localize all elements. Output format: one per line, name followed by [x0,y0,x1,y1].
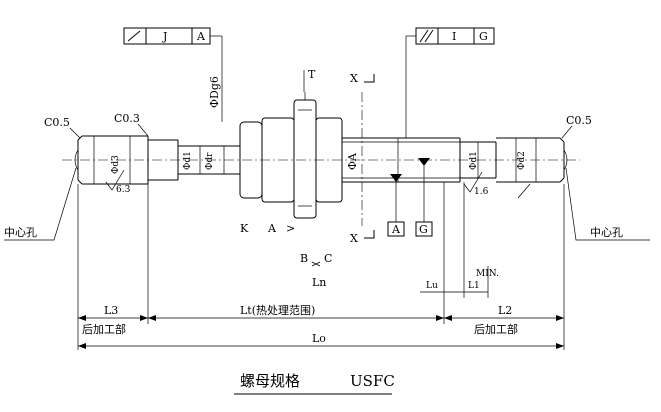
label-chamfer-right: C0.5 [566,114,592,127]
label-phia: ΦA [346,152,359,170]
datum-g-text: G [419,223,428,236]
label-lt: Lt(热处理范围) [240,303,315,317]
roughness-right-symbol [463,171,483,193]
label-l2: L2 [498,304,512,317]
label-t: T [308,68,316,81]
feature-frame-right [405,27,495,138]
chamfer-right-leader [561,125,573,139]
frame-left-letter: J [162,30,167,43]
label-chamfer-mid: C0.3 [114,112,140,125]
label-b: B [300,252,308,265]
label-d1-left: Φd1 [183,151,193,170]
label-d2: Φd2 [517,151,527,170]
label-c: C [324,252,332,265]
section-arrow-bottom [364,230,375,239]
label-gt: > [286,222,295,235]
datum-box-a [387,221,405,237]
datum-box-g [415,221,433,237]
frame-left-datum: A [196,30,206,43]
label-roughness-left: 6.3 [116,185,131,195]
label-roughness-right: 1.6 [474,187,489,197]
label-l3: L3 [104,304,118,317]
dim-row-overall [78,343,564,349]
label-dr: Φdr [205,152,215,170]
d2-leader [517,183,531,199]
label-a: A [267,222,277,235]
feature-frame-left [123,27,223,122]
nut-body [239,92,343,219]
label-ln: Ln [312,276,326,289]
datum-a-text: A [391,223,401,236]
chamfer-mid-leader [137,123,149,137]
caption-label: 螺母规格 [240,372,300,390]
center-hole-right-leader [565,167,650,241]
shaft-journal-left [148,139,240,181]
datum-triangle-a [390,174,402,182]
label-l1: L1 [468,281,480,291]
chamfer-left-leader [69,127,81,139]
label-lu: Lu [426,281,438,291]
label-post-left: 后加工部 [82,322,126,336]
label-x-top: X [350,72,358,85]
label-center-hole-left: 中心孔 [4,226,37,239]
label-center-hole-right: 中心孔 [590,226,623,239]
datum-triangle-g [418,158,430,166]
center-hole-left-leader [4,167,77,241]
label-d3: Φd3 [111,155,121,174]
center-hole-right-mark [563,149,568,171]
frame-right-letter: I [452,30,456,43]
label-min: MIN. [476,269,499,279]
label-lo: Lo [312,332,326,345]
shaft-right-end [459,137,565,183]
extension-lines [77,182,565,350]
roughness-left-symbol [105,169,125,191]
dim-row-main [78,315,564,321]
threaded-shaft [342,137,460,183]
label-chamfer-left: C0.5 [44,116,70,129]
label-k: K [240,222,249,235]
bc-cross [311,261,321,267]
label-d1-right: Φd1 [469,151,479,170]
shaft-left-end [77,135,149,185]
caption-value: USFC [350,372,395,390]
label-post-right: 后加工部 [474,322,518,336]
center-hole-left-mark [74,149,79,171]
label-x-bottom: X [350,232,358,245]
section-arrow-top [364,74,375,83]
frame-right-datum: G [479,30,488,43]
label-dg6: ΦDg6 [208,76,221,108]
